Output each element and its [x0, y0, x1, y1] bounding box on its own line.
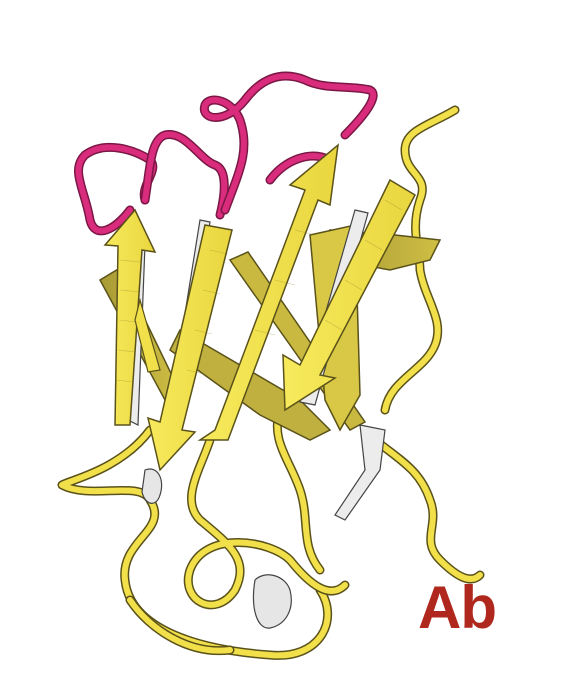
strand-side-lower-right	[334, 424, 386, 521]
cdr-loops	[74, 71, 378, 236]
figure-label: Ab	[418, 574, 497, 641]
coil-loop-right	[370, 435, 485, 584]
beta-strand-wedge-left	[134, 297, 161, 373]
helix-turn-bottom	[252, 574, 292, 629]
beta-strand-arrow-center	[197, 143, 339, 441]
helix-turn-left	[141, 468, 163, 504]
strand-hatching	[116, 199, 403, 383]
coil-loops	[57, 105, 485, 660]
beta-strand-arrow-left	[103, 208, 157, 426]
beta-strand-arrow-right	[282, 178, 416, 412]
front-strands	[103, 143, 416, 472]
beta-strand-arrow-center-left	[146, 224, 233, 472]
